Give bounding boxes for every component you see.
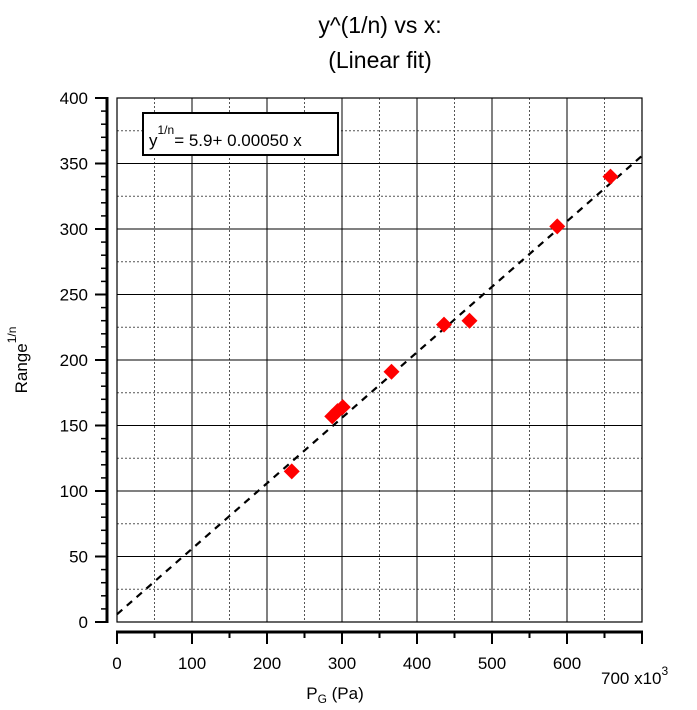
- x-tick-label: 600: [553, 654, 581, 673]
- x-axis-multiplier-base: 700 x10: [601, 669, 662, 688]
- y-tick-label: 0: [79, 613, 88, 632]
- x-tick-label: 0: [112, 654, 121, 673]
- y-tick-label: 100: [60, 482, 88, 501]
- y-axis-label-sup: 1/n: [5, 327, 19, 344]
- y-axis-label-main: Range: [12, 343, 31, 393]
- y-tick-label: 50: [69, 548, 88, 567]
- x-axis-multiplier-exp: 3: [662, 664, 669, 678]
- x-axis-label-rest: (Pa): [327, 684, 364, 703]
- fit-equation-box: y1/n= 5.9+ 0.00050 x: [142, 112, 339, 156]
- fit-equation: y1/n= 5.9+ 0.00050 x: [149, 123, 302, 150]
- data-point: [283, 463, 300, 480]
- x-axis-label-sub: G: [318, 692, 327, 706]
- fit-equation-base: y: [149, 131, 158, 150]
- data-point: [549, 218, 566, 235]
- y-tick-label: 400: [60, 89, 88, 108]
- data-point: [383, 363, 400, 380]
- tick-labels: 0 100 200 300 400 500 600 0 50 100 150 200 250 300 350…: [60, 89, 582, 673]
- data-point: [334, 399, 351, 416]
- y-tick-label: 300: [60, 220, 88, 239]
- data-point: [436, 316, 452, 333]
- y-tick-label: 250: [60, 286, 88, 305]
- data-points: [283, 168, 619, 480]
- data-point: [602, 168, 619, 185]
- y-tick-label: 200: [60, 351, 88, 370]
- fit-equation-sup: 1/n: [158, 123, 175, 137]
- x-axis-label: PG (Pa): [306, 684, 364, 706]
- x-tick-label: 300: [328, 654, 356, 673]
- y-axis-label: Range1/n: [5, 327, 31, 394]
- fit-equation-frame: [142, 112, 339, 156]
- x-tick-label: 200: [253, 654, 281, 673]
- chart-title-line-1: y^(1/n) vs x:: [318, 12, 441, 38]
- x-axis-label-main: P: [306, 684, 317, 703]
- x-tick-label: 400: [403, 654, 431, 673]
- plot-frame: [116, 97, 643, 623]
- x-tick-label: 500: [478, 654, 506, 673]
- x-tick-label: 100: [178, 654, 206, 673]
- data-point: [461, 312, 478, 329]
- x-axis-multiplier: 700 x103: [601, 664, 669, 688]
- y-tick-label: 150: [60, 417, 88, 436]
- fit-equation-rest: = 5.9+ 0.00050 x: [174, 131, 302, 150]
- y-tick-label: 350: [60, 155, 88, 174]
- chart-title-line-2: (Linear fit): [328, 47, 432, 73]
- grid: [116, 97, 642, 623]
- axes: [95, 97, 643, 644]
